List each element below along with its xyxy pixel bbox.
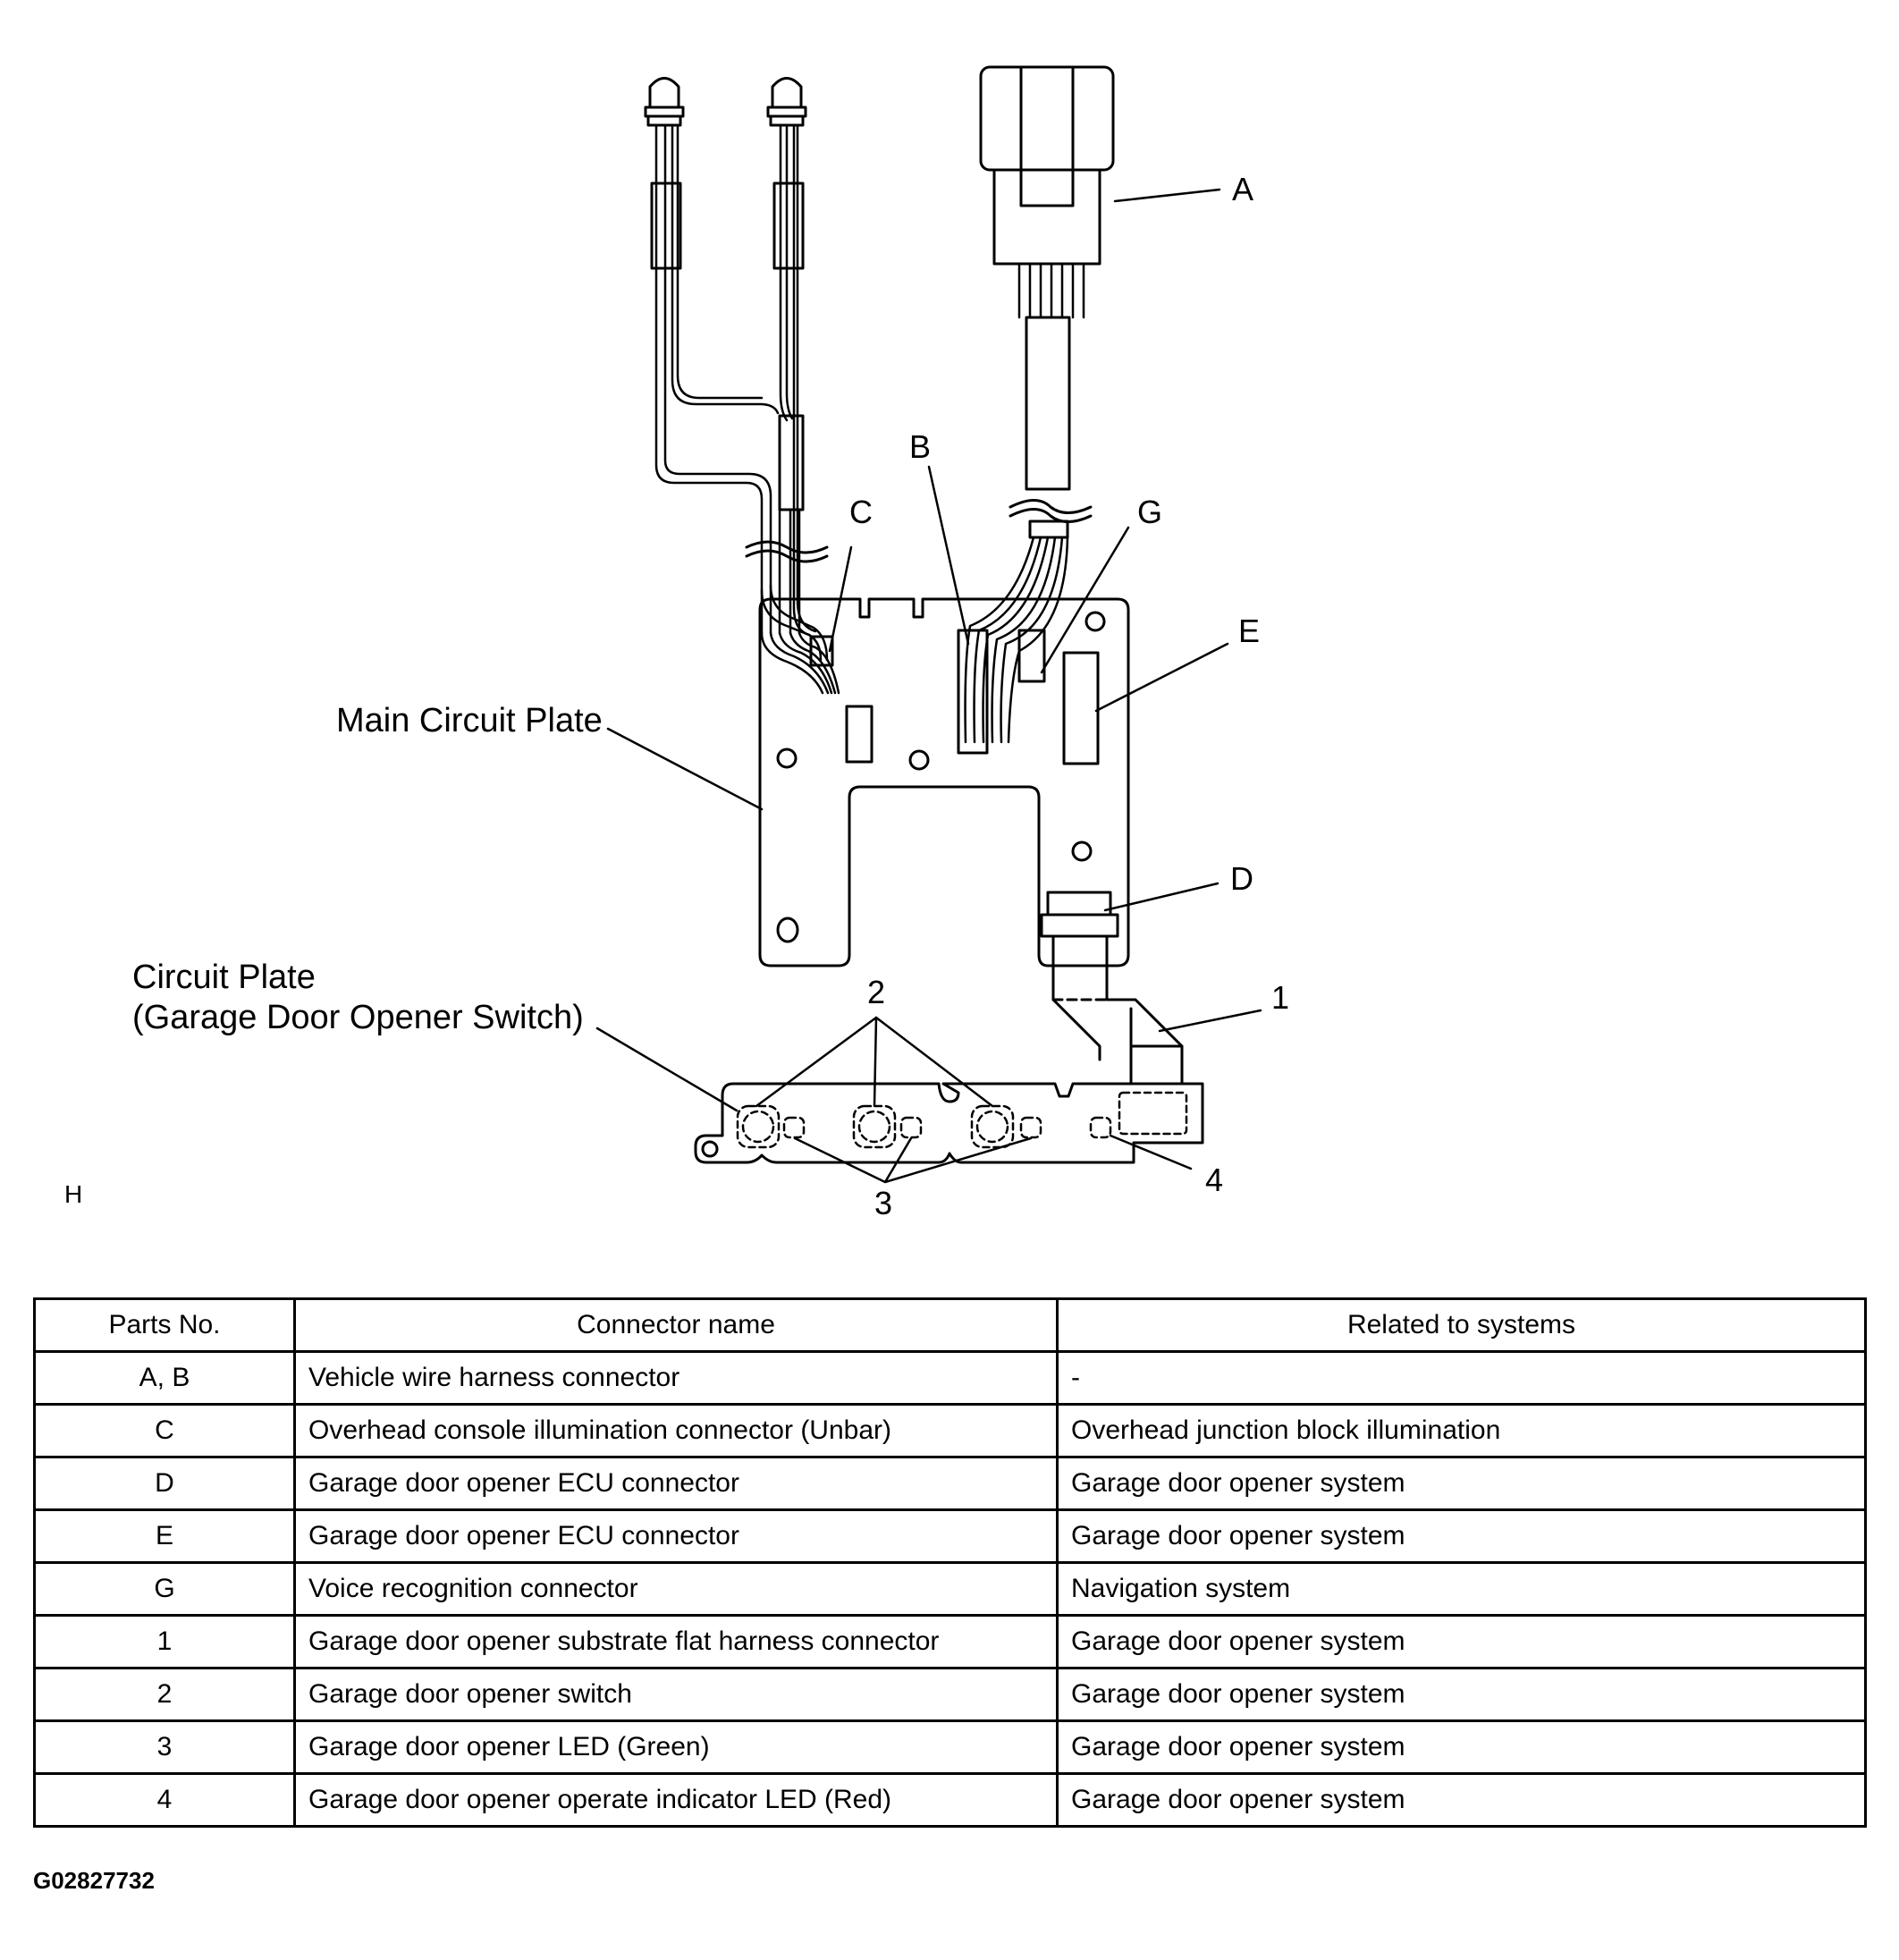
table-row: C Overhead console illumination connecto…	[33, 1403, 1867, 1458]
table-row: 2 Garage door opener switch Garage door …	[33, 1667, 1867, 1722]
callout-1: 1	[1271, 979, 1289, 1016]
cell-connector-name: Garage door opener switch	[293, 1667, 1059, 1722]
header-related-systems: Related to systems	[1056, 1297, 1867, 1353]
cell-related-systems: Garage door opener system	[1056, 1719, 1867, 1775]
cell-parts-no: D	[33, 1456, 296, 1511]
leader-lines	[595, 188, 1262, 1184]
main-circuit-plate	[758, 597, 1130, 967]
table-row: A, B Vehicle wire harness connector -	[33, 1350, 1867, 1406]
callout-d: D	[1230, 860, 1253, 897]
cell-related-systems: Garage door opener system	[1056, 1772, 1867, 1828]
callout-4: 4	[1205, 1162, 1223, 1198]
table-row: E Garage door opener ECU connector Garag…	[33, 1508, 1867, 1564]
flat-harness	[1051, 934, 1184, 1086]
switch-plate-label-1: Circuit Plate	[132, 959, 316, 996]
figure-code: G02827732	[33, 1867, 155, 1894]
callout-c: C	[849, 494, 873, 530]
cell-parts-no: G	[33, 1561, 296, 1617]
cell-connector-name: Overhead console illumination connector …	[293, 1403, 1059, 1458]
connector-a	[964, 65, 1115, 744]
cell-connector-name: Vehicle wire harness connector	[293, 1350, 1059, 1406]
cell-parts-no: 2	[33, 1667, 296, 1722]
cell-connector-name: Garage door opener ECU connector	[293, 1456, 1059, 1511]
illumination-wires	[654, 123, 840, 695]
header-connector-name: Connector name	[293, 1297, 1059, 1353]
cell-connector-name: Garage door opener operate indicator LED…	[293, 1772, 1059, 1828]
cell-connector-name: Garage door opener substrate flat harnes…	[293, 1614, 1059, 1669]
cell-related-systems: Garage door opener system	[1056, 1614, 1867, 1669]
table-row: G Voice recognition connector Navigation…	[33, 1561, 1867, 1617]
table-row: 1 Garage door opener substrate flat harn…	[33, 1614, 1867, 1669]
cell-parts-no: 1	[33, 1614, 296, 1669]
table-row: 4 Garage door opener operate indicator L…	[33, 1772, 1867, 1828]
callout-e: E	[1238, 612, 1260, 649]
connector-table: Parts No. Connector name Related to syst…	[33, 1297, 1867, 1828]
callout-a: A	[1232, 171, 1253, 207]
cell-parts-no: 4	[33, 1772, 296, 1828]
callout-b: B	[909, 428, 931, 465]
cell-related-systems: Garage door opener system	[1056, 1667, 1867, 1722]
table-row: D Garage door opener ECU connector Garag…	[33, 1456, 1867, 1511]
cell-connector-name: Garage door opener ECU connector	[293, 1508, 1059, 1564]
main-circuit-plate-label: Main Circuit Plate	[336, 702, 603, 739]
cell-parts-no: E	[33, 1508, 296, 1564]
callout-g: G	[1137, 494, 1162, 530]
table-header-row: Parts No. Connector name Related to syst…	[33, 1297, 1867, 1353]
cell-related-systems: Navigation system	[1056, 1561, 1867, 1617]
table-row: 3 Garage door opener LED (Green) Garage …	[33, 1719, 1867, 1775]
cell-parts-no: A, B	[33, 1350, 296, 1406]
cell-related-systems: Overhead junction block illumination	[1056, 1403, 1867, 1458]
cell-parts-no: C	[33, 1403, 296, 1458]
callout-2: 2	[867, 974, 885, 1010]
cell-connector-name: Garage door opener LED (Green)	[293, 1719, 1059, 1775]
cell-related-systems: Garage door opener system	[1056, 1456, 1867, 1511]
cell-related-systems: -	[1056, 1350, 1867, 1406]
cell-related-systems: Garage door opener system	[1056, 1508, 1867, 1564]
callout-h: H	[64, 1180, 82, 1208]
connector-diagram: A B C G E D 1 2 3 4 H Main Circuit Plate…	[64, 65, 1289, 1221]
callout-3: 3	[874, 1185, 892, 1221]
header-parts-no: Parts No.	[33, 1297, 296, 1353]
cell-parts-no: 3	[33, 1719, 296, 1775]
switch-plate-label-2: (Garage Door Opener Switch)	[132, 999, 584, 1036]
cell-connector-name: Voice recognition connector	[293, 1561, 1059, 1617]
